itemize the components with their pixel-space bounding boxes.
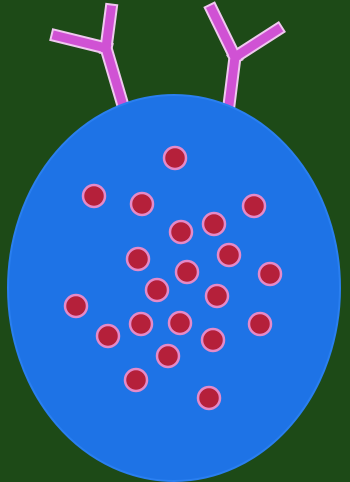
granule [97,325,119,347]
granule [259,263,281,285]
granule [243,195,265,217]
granule [131,193,153,215]
granule [146,279,168,301]
receptor-left-arm [106,10,111,48]
granule [130,313,152,335]
granule [203,213,225,235]
granule [170,221,192,243]
granule [169,312,191,334]
granule [206,285,228,307]
granule [127,248,149,270]
granule [218,244,240,266]
granule [202,329,224,351]
granule [198,387,220,409]
granule [249,313,271,335]
granule [164,147,186,169]
granule [65,295,87,317]
granule [125,369,147,391]
granule [83,185,105,207]
granule [157,345,179,367]
receptor-right-stem [229,57,235,105]
granule [176,261,198,283]
